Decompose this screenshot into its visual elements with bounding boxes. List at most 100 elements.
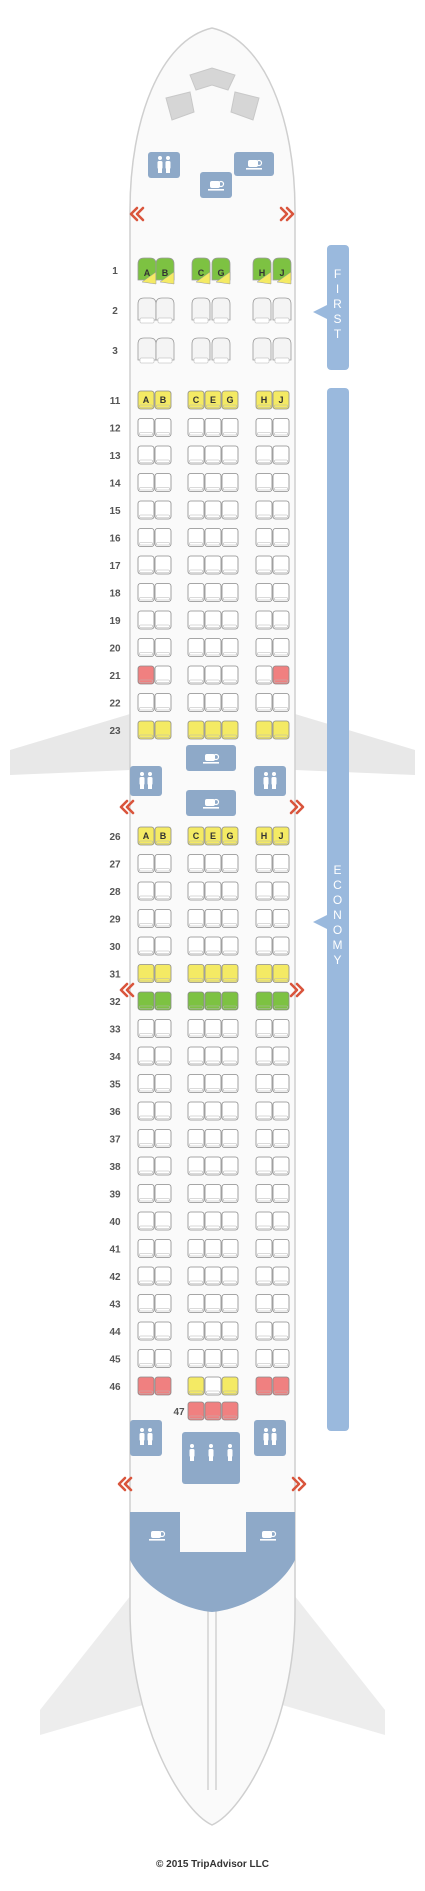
seat[interactable]: [221, 473, 239, 492]
seat[interactable]: [221, 665, 239, 685]
first-class-seat[interactable]: [211, 297, 231, 324]
seat[interactable]: [154, 1349, 172, 1368]
seat[interactable]: [272, 418, 290, 437]
seat[interactable]: [221, 638, 239, 657]
seat[interactable]: [187, 909, 205, 928]
seat[interactable]: [154, 445, 172, 465]
seat[interactable]: [255, 1376, 273, 1396]
seat[interactable]: [187, 583, 205, 602]
seat[interactable]: [221, 909, 239, 928]
seat[interactable]: [187, 1019, 205, 1038]
seat[interactable]: [154, 1129, 172, 1148]
seat[interactable]: [221, 1156, 239, 1176]
seat[interactable]: [187, 881, 205, 901]
seat[interactable]: [154, 638, 172, 657]
seat[interactable]: [272, 528, 290, 547]
seat[interactable]: [137, 909, 155, 928]
seat[interactable]: [272, 1211, 290, 1231]
first-class-seat[interactable]: [191, 297, 211, 324]
seat[interactable]: [154, 1239, 172, 1258]
seat[interactable]: [204, 964, 222, 983]
seat[interactable]: [154, 1211, 172, 1231]
seat[interactable]: [272, 1101, 290, 1121]
seat[interactable]: [272, 1019, 290, 1038]
seat[interactable]: [221, 1349, 239, 1368]
seat[interactable]: [154, 881, 172, 901]
seat[interactable]: [221, 1129, 239, 1148]
seat[interactable]: [137, 1211, 155, 1231]
first-class-seat[interactable]: [155, 337, 175, 364]
seat[interactable]: [154, 936, 172, 956]
seat[interactable]: [154, 909, 172, 928]
seat[interactable]: [204, 1294, 222, 1313]
seat[interactable]: [221, 1321, 239, 1341]
seat[interactable]: [187, 720, 205, 740]
seat[interactable]: [204, 1321, 222, 1341]
seat[interactable]: [187, 610, 205, 630]
seat[interactable]: [221, 445, 239, 465]
seat[interactable]: G: [221, 390, 239, 410]
seat[interactable]: [137, 1294, 155, 1313]
seat[interactable]: H: [255, 826, 273, 846]
first-class-seat[interactable]: [252, 337, 272, 364]
seat[interactable]: [137, 881, 155, 901]
seat[interactable]: [255, 528, 273, 547]
seat[interactable]: [204, 1211, 222, 1231]
seat[interactable]: [255, 1184, 273, 1203]
seat[interactable]: [137, 500, 155, 520]
seat[interactable]: [187, 1184, 205, 1203]
seat[interactable]: [154, 1156, 172, 1176]
seat[interactable]: [187, 1129, 205, 1148]
seat[interactable]: [221, 1266, 239, 1286]
seat[interactable]: [221, 1046, 239, 1066]
seat[interactable]: [137, 555, 155, 575]
seat[interactable]: [137, 418, 155, 437]
seat[interactable]: [255, 1349, 273, 1368]
seat[interactable]: [255, 909, 273, 928]
seat[interactable]: [221, 936, 239, 956]
seat[interactable]: [154, 693, 172, 712]
first-class-seat[interactable]: C: [191, 257, 211, 285]
seat[interactable]: [137, 473, 155, 492]
seat[interactable]: [204, 1239, 222, 1258]
seat[interactable]: [137, 665, 155, 685]
seat[interactable]: [221, 693, 239, 712]
seat[interactable]: [204, 638, 222, 657]
seat[interactable]: [255, 473, 273, 492]
seat[interactable]: [154, 418, 172, 437]
seat[interactable]: [187, 500, 205, 520]
seat[interactable]: B: [154, 826, 172, 846]
seat[interactable]: [272, 1074, 290, 1093]
seat[interactable]: [272, 936, 290, 956]
seat[interactable]: [272, 991, 290, 1011]
seat[interactable]: [154, 555, 172, 575]
seat[interactable]: [204, 936, 222, 956]
seat[interactable]: [204, 1046, 222, 1066]
seat[interactable]: [204, 909, 222, 928]
seat[interactable]: [272, 583, 290, 602]
seat[interactable]: [187, 1156, 205, 1176]
seat[interactable]: [154, 1376, 172, 1396]
seat[interactable]: B: [154, 390, 172, 410]
seat[interactable]: [137, 445, 155, 465]
first-class-seat[interactable]: H: [252, 257, 272, 285]
seat[interactable]: [272, 1349, 290, 1368]
seat[interactable]: [137, 1156, 155, 1176]
seat[interactable]: [137, 1074, 155, 1093]
seat[interactable]: [272, 720, 290, 740]
seat[interactable]: [204, 1184, 222, 1203]
seat[interactable]: [272, 1294, 290, 1313]
seat[interactable]: [187, 964, 205, 983]
seat[interactable]: [272, 1321, 290, 1341]
first-class-seat[interactable]: G: [211, 257, 231, 285]
seat[interactable]: [204, 528, 222, 547]
seat[interactable]: C: [187, 826, 205, 846]
seat[interactable]: [137, 936, 155, 956]
seat[interactable]: [272, 854, 290, 873]
seat[interactable]: [187, 1074, 205, 1093]
seat[interactable]: [272, 909, 290, 928]
seat[interactable]: [255, 1046, 273, 1066]
seat[interactable]: [204, 1129, 222, 1148]
seat[interactable]: [204, 693, 222, 712]
seat[interactable]: [255, 1101, 273, 1121]
